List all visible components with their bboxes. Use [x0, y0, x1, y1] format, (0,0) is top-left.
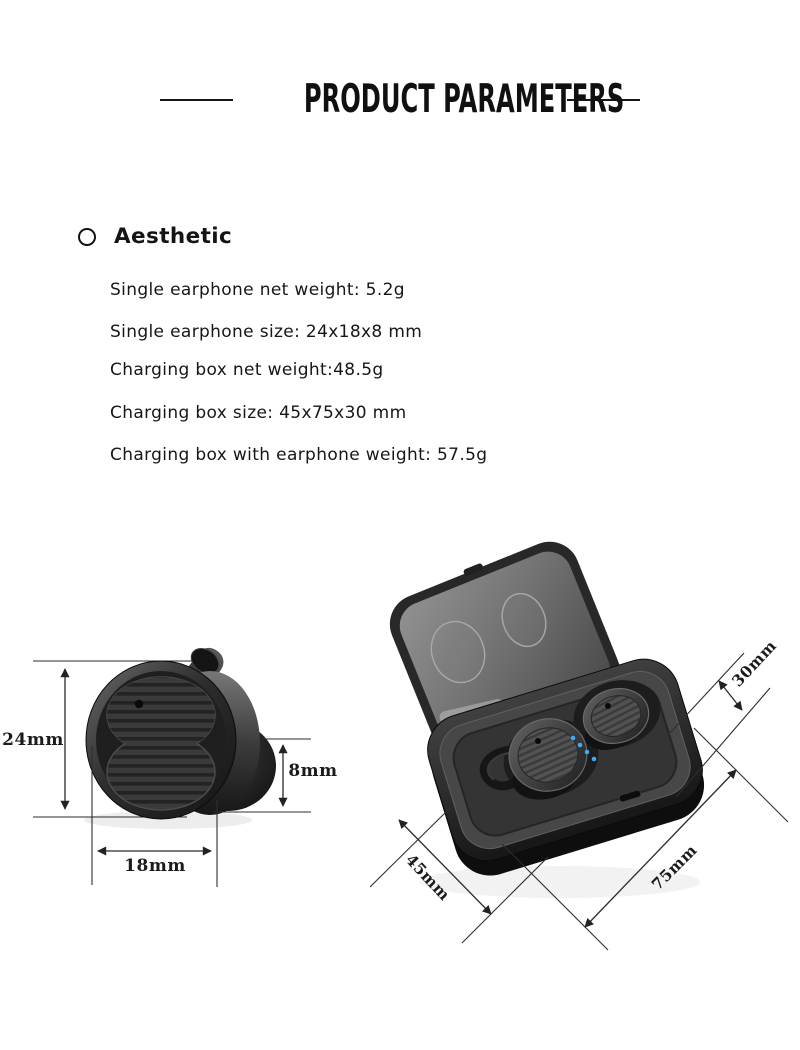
- case-height-ext-top: [667, 652, 745, 736]
- case-diagram: 30mm 45mm 75mm: [369, 541, 789, 951]
- earbud-diagram: 24mm 18: [2, 647, 337, 887]
- circle-bullet-icon: [78, 227, 96, 246]
- section-heading-row: Aesthetic: [78, 224, 232, 249]
- spec-item-box-earphone-weight: Charging box with earphone weight: 57.5g: [110, 445, 488, 465]
- lid-hinge-tab: [463, 563, 484, 576]
- earbud-width-label: 18mm: [124, 856, 186, 876]
- earbud-illustration: [84, 647, 276, 829]
- earbud-mic-dot: [134, 699, 144, 709]
- lid-right-recess-ring: [501, 592, 547, 648]
- case-left-earbud: [508, 718, 588, 800]
- dimension-figure: 24mm 18: [2, 541, 789, 951]
- lid-left-recess-ring: [430, 620, 486, 684]
- page-title: PRODUCT PARAMETERS: [303, 77, 625, 122]
- case-height-arrow: [718, 680, 743, 711]
- case-depth-ext-bottom: [461, 856, 549, 944]
- case-width-ext-left: [501, 843, 609, 951]
- left-earbud-dot: [535, 738, 541, 744]
- case-width-ext-right: [693, 727, 789, 823]
- page-header: PRODUCT PARAMETERS: [0, 80, 800, 119]
- spec-list: Single earphone net weight: 5.2g Single …: [110, 281, 487, 488]
- spec-item-box-size: Charging box size: 45x75x30 mm: [110, 403, 407, 423]
- battery-led-indicators: [570, 735, 597, 762]
- title-left-line: [160, 98, 233, 101]
- case-width-arrow: [584, 769, 737, 928]
- earbud-height-label: 24mm: [2, 730, 64, 750]
- earbud-stem-cap: [190, 647, 220, 675]
- earbud-face-plate: [106, 676, 216, 811]
- case-right-earbud: [582, 687, 650, 750]
- case-depth-arrow: [398, 819, 492, 915]
- spec-item-earphone-size: Single earphone size: 24x18x8 mm: [110, 322, 423, 342]
- section-heading: Aesthetic: [114, 224, 233, 249]
- spec-item-box-weight: Charging box net weight:48.5g: [110, 360, 384, 380]
- spec-item-earphone-weight: Single earphone net weight: 5.2g: [110, 280, 405, 300]
- right-earbud-dot: [605, 703, 611, 709]
- earbud-ear-hook-highlight: [486, 751, 512, 781]
- earbud-shadow: [84, 811, 252, 829]
- earbud-tip-height-label: 8mm: [288, 761, 337, 781]
- title-right-line: [567, 98, 640, 101]
- case-height-label: 30mm: [728, 636, 780, 690]
